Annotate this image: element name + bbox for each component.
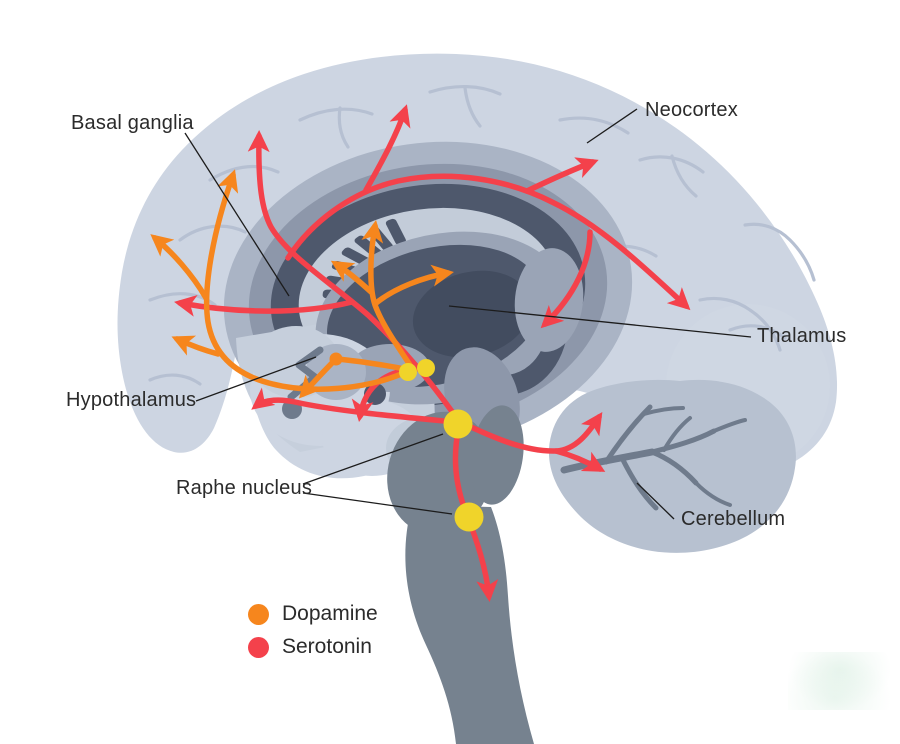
raphe-nucleus-upper-marker (443, 409, 473, 439)
label-hypothalamus: Hypothalamus (66, 389, 197, 411)
arbor-vitae-branches (560, 404, 747, 511)
dopamine-node-dot (329, 352, 343, 366)
vta-dot (417, 359, 435, 377)
watermark (788, 652, 892, 710)
dopamine-temporal-branch-arrow (171, 335, 221, 357)
leader-basal-ganglia (184, 132, 290, 297)
serotonin-cerebellar-upper-arrow (455, 411, 603, 454)
raphe-nucleus-lower-marker (454, 502, 484, 532)
pulvinar-shape (514, 248, 584, 352)
serotonin-cerebellar-lower-arrow (553, 448, 606, 472)
serotonin-trunk-arrow (247, 129, 461, 423)
dopamine-branch-right-arrow (372, 264, 454, 307)
serotonin-branch-upper-right-arrow (524, 157, 599, 194)
leader-lines (184, 108, 752, 520)
leader-cerebellum (636, 482, 675, 520)
label-thalamus: Thalamus (757, 325, 847, 347)
serotonin-branch-top-arrow (363, 104, 411, 193)
leader-neocortex (586, 108, 638, 144)
label-neocortex: Neocortex (645, 99, 738, 121)
leader-raphe-lower (302, 492, 453, 515)
leader-hypothalamus (195, 356, 317, 402)
leader-raphe-upper (302, 433, 444, 485)
legend: Dopamine Serotonin (248, 603, 378, 658)
serotonin-branch-down-arrow (540, 229, 593, 329)
medulla-spinal-cord-shape (405, 505, 534, 744)
serotonin-branch-left-arrow (174, 295, 355, 317)
legend-serotonin-label: Serotonin (282, 635, 372, 658)
legend-dopamine-label: Dopamine (282, 602, 378, 625)
dopamine-frontal-branch-arrow (150, 234, 209, 301)
serotonin-color-dot (248, 636, 269, 658)
thalamus-shape (412, 270, 532, 358)
cerebellum-shape (548, 379, 796, 553)
legend-item-dopamine: Dopamine (248, 603, 378, 625)
nuclei-markers (329, 352, 484, 532)
substantia-nigra-dot (399, 363, 417, 381)
dopamine-branch-upleft-arrow (330, 260, 374, 295)
leader-thalamus (448, 305, 752, 338)
label-raphe-nucleus: Raphe nucleus (176, 477, 313, 499)
dopamine-color-dot (248, 603, 269, 625)
dopamine-mesocortical-arc-arrow (203, 169, 411, 392)
label-basal-ganglia: Basal ganglia (71, 112, 194, 134)
serotonin-pathways (174, 104, 691, 603)
label-cerebellum: Cerebellum (681, 508, 786, 530)
serotonin-cortical-arc-arrow (285, 173, 691, 311)
legend-item-serotonin: Serotonin (248, 636, 378, 658)
serotonin-hypothalamic-arrow (251, 387, 458, 425)
serotonin-amygdala-arrow (351, 369, 401, 422)
